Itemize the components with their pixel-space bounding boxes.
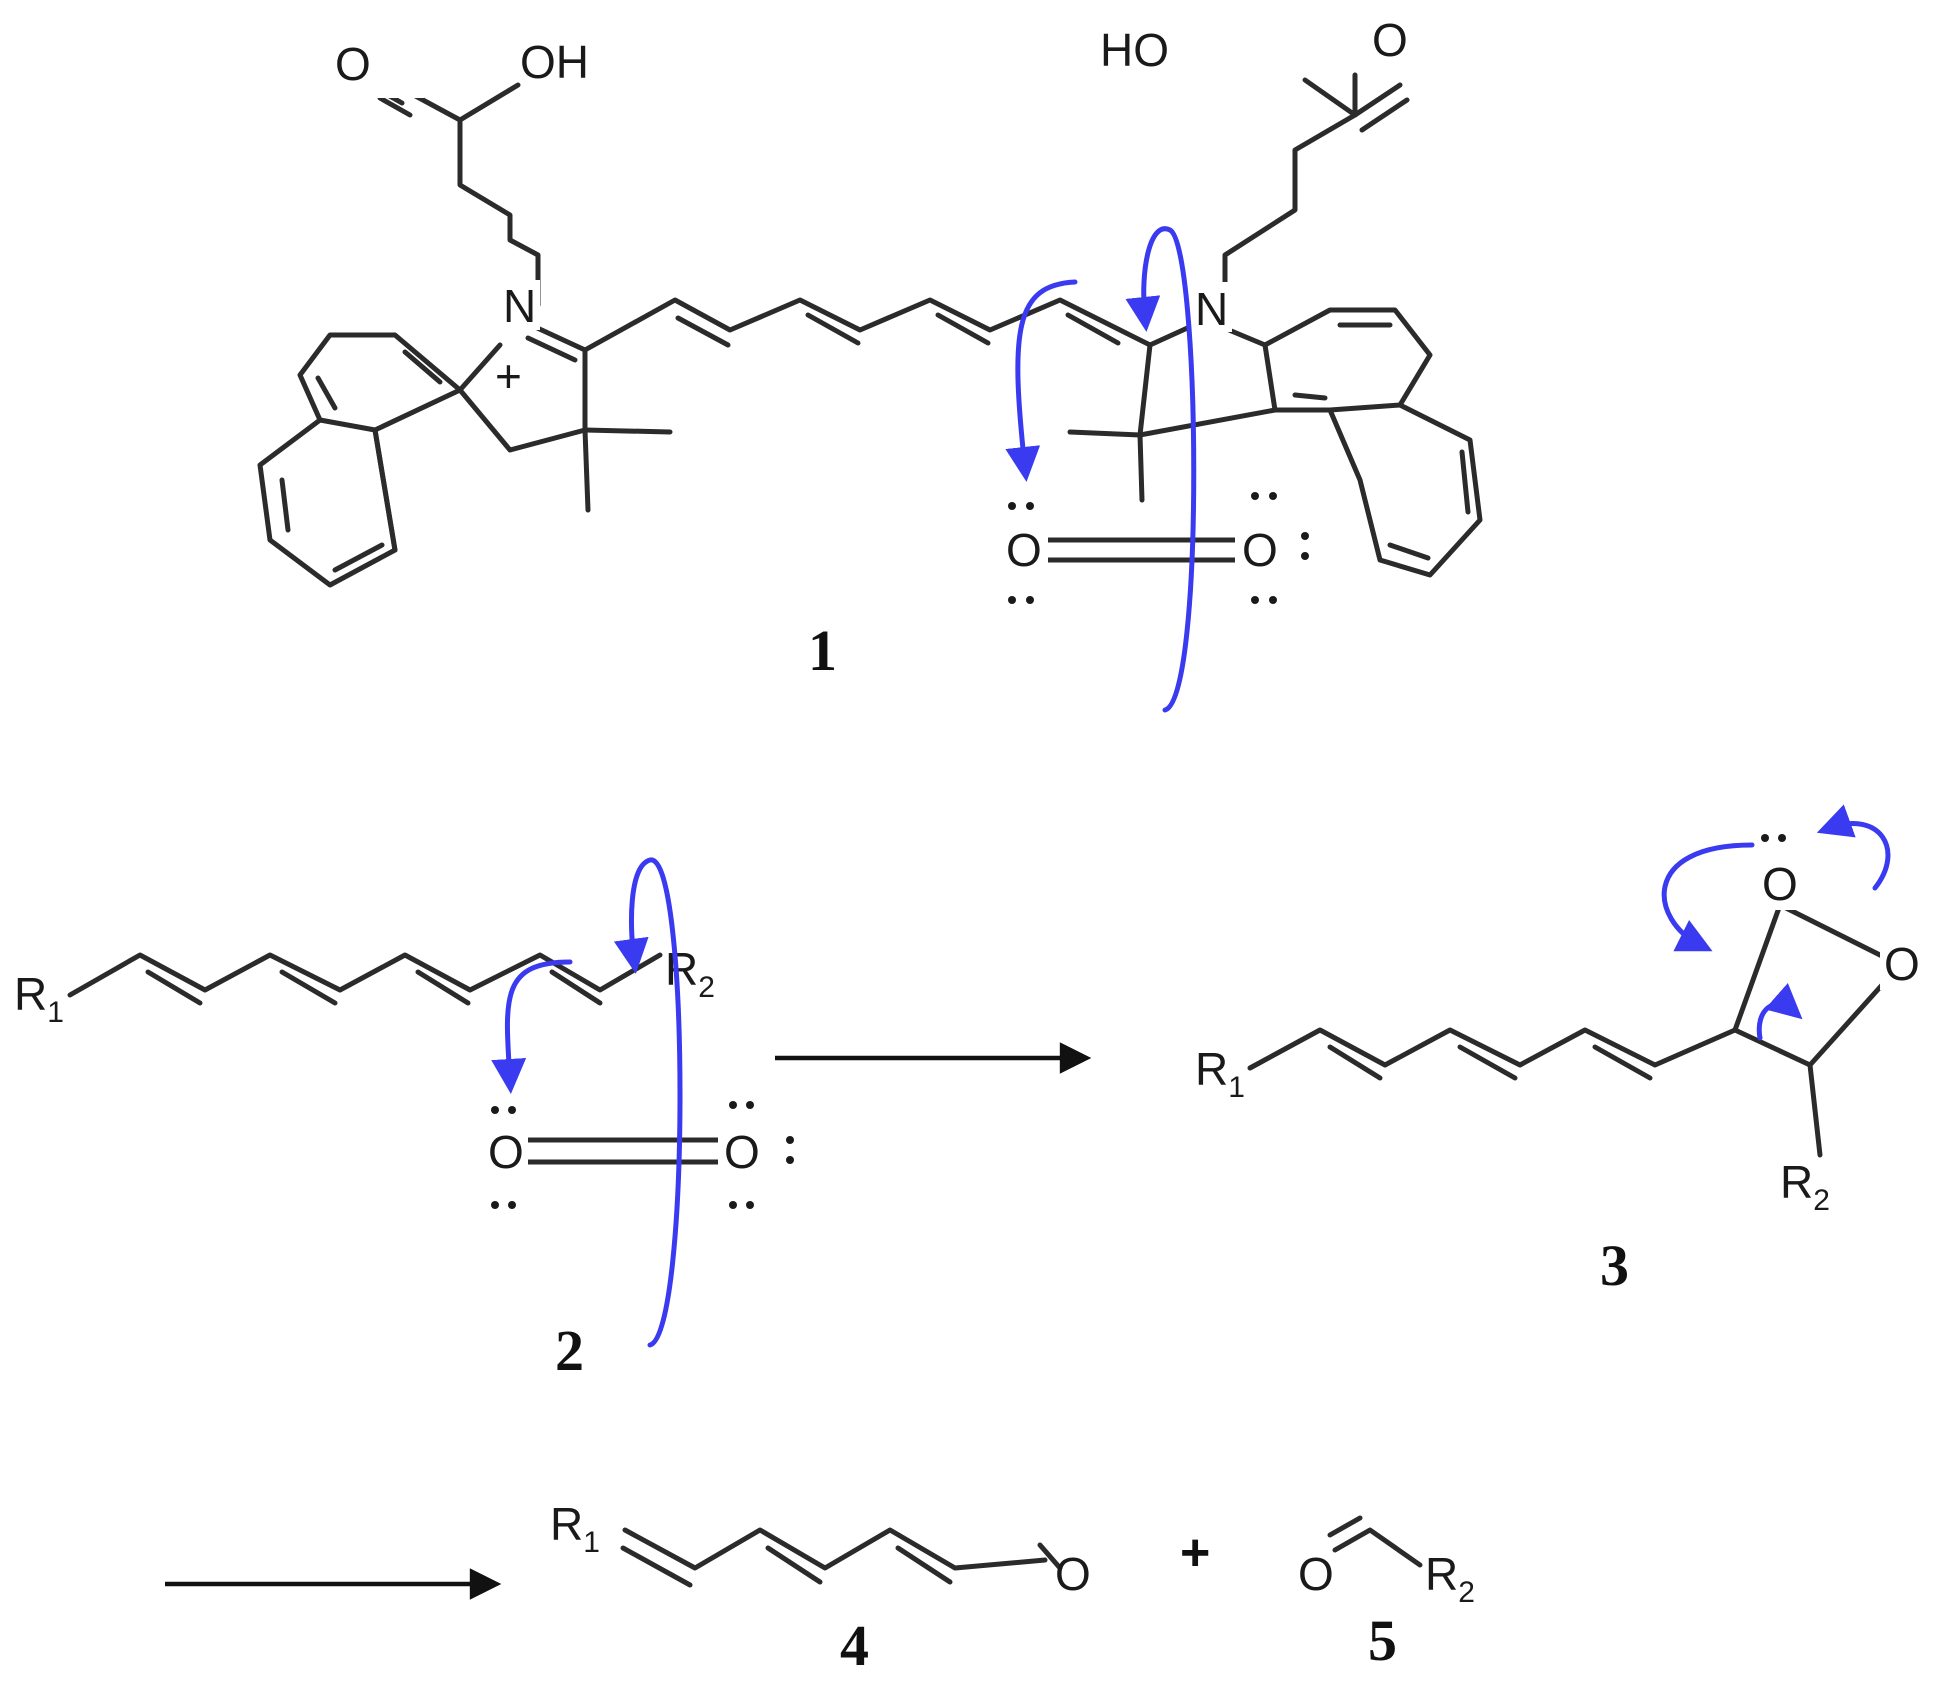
compound-label-5: 5 <box>1368 1608 1397 1673</box>
curved-arrow-icon <box>1661 842 1755 952</box>
compound-3-r2: R2 <box>1780 1156 1830 1217</box>
compound-3-peroxide-oxygen-top: O <box>1762 858 1798 910</box>
compound-label-1: 1 <box>808 618 837 683</box>
compound-1-left-hydroxyl: OH <box>520 36 589 88</box>
compound-1-oxygen-molecule <box>1000 492 1309 604</box>
compound-2-r2: R2 <box>665 943 715 1004</box>
compound-1-oxygen-left: O <box>1006 524 1042 576</box>
compound-2-oxygen-molecule <box>482 1101 794 1209</box>
compound-3-structure <box>1247 902 1903 1158</box>
compound-label-2: 2 <box>555 1318 584 1383</box>
curved-arrow-icon <box>1005 279 1078 482</box>
compound-2-structure <box>67 952 723 1165</box>
compound-label-3: 3 <box>1600 1233 1629 1298</box>
curved-arrow-icon <box>1816 804 1891 891</box>
compound-2-oxygen-right: O <box>724 1126 760 1178</box>
curved-arrow-icon <box>1756 982 1803 1041</box>
curved-arrow-icon <box>491 959 573 1094</box>
compound-3-peroxide-oxygen-right: O <box>1884 938 1920 990</box>
compound-1-right-carbonyl-oxygen: O <box>1372 14 1408 66</box>
compound-4-r1: R1 <box>550 1498 600 1559</box>
compound-label-4: 4 <box>840 1613 869 1678</box>
compound-2-r1: R1 <box>14 968 64 1029</box>
plus-sign: + <box>1180 1524 1210 1582</box>
compound-1-left-nitrogen: N <box>503 280 536 332</box>
compound-5-structure <box>1327 1515 1423 1568</box>
compound-1-charge: + <box>495 350 522 402</box>
compound-4-aldehyde-oxygen: O <box>1055 1548 1091 1600</box>
compound-1-oxygen-right: O <box>1242 524 1278 576</box>
compound-5-oxygen: O <box>1298 1548 1334 1600</box>
compound-1-right-hydroxyl: HO <box>1100 24 1169 76</box>
compound-1-carbonyl-oxygen: O <box>335 38 371 90</box>
compound-1-right-nitrogen: N <box>1195 283 1228 335</box>
compound-4-structure <box>620 1527 1063 1588</box>
compound-1-structure <box>257 72 1483 588</box>
compound-5-r2: R2 <box>1425 1548 1475 1609</box>
compound-3-r1: R1 <box>1195 1043 1245 1104</box>
compound-2-oxygen-left: O <box>488 1126 524 1178</box>
curved-arrow-icon <box>1125 226 1197 713</box>
curved-arrow-icon <box>613 857 683 1348</box>
